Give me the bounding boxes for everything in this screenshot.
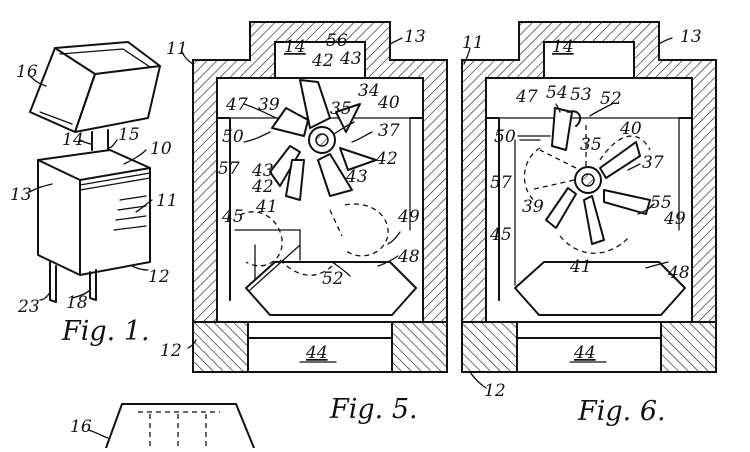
fig6-label: 11 bbox=[462, 33, 484, 53]
fig5-label: 49 bbox=[397, 207, 420, 227]
fig5-label: 52 bbox=[322, 269, 344, 289]
fig6-label: 57 bbox=[490, 173, 512, 193]
fig5-label: 14 bbox=[284, 37, 306, 57]
fig6-label: 41 bbox=[569, 257, 592, 277]
fig6-label: 39 bbox=[522, 197, 544, 217]
fig5-label: 42 bbox=[375, 149, 398, 169]
fig1-label: 13 bbox=[10, 185, 32, 205]
fig5-label: 42 bbox=[251, 177, 274, 197]
fig5-label: 34 bbox=[358, 81, 380, 101]
fig5-label: 44 bbox=[305, 343, 328, 363]
fig5-label: 56 bbox=[326, 31, 348, 51]
fig5-label: 43 bbox=[339, 49, 362, 69]
fig6-label: 44 bbox=[573, 343, 596, 363]
fig1-drawing bbox=[30, 42, 160, 302]
fig6-label: 35 bbox=[580, 135, 602, 155]
fig6-caption: Fig. 6. bbox=[577, 396, 666, 427]
fig1-label: 16 bbox=[16, 62, 38, 82]
fig5-label: 48 bbox=[397, 247, 420, 267]
fig6-label: 40 bbox=[619, 119, 642, 139]
partial-figure-label: 16 bbox=[70, 417, 92, 437]
fig5-label: 35 bbox=[330, 99, 352, 119]
fig1-label: 15 bbox=[118, 125, 140, 145]
fig5-label: 47 bbox=[225, 95, 248, 115]
fig6-label: 50 bbox=[494, 127, 516, 147]
fig5-label: 43 bbox=[345, 167, 368, 187]
fig1-caption: Fig. 1. bbox=[61, 316, 150, 347]
fig6-label: 37 bbox=[642, 153, 664, 173]
partial-figure: 16 bbox=[70, 404, 254, 448]
fig5-label: 41 bbox=[255, 197, 278, 217]
fig5-label: 13 bbox=[404, 27, 426, 47]
fig5-drawing bbox=[193, 22, 447, 372]
fig6-label: 48 bbox=[667, 263, 690, 283]
fig5-label: 37 bbox=[378, 121, 400, 141]
fig1-labels: 16 14 15 10 13 11 12 23 18 Fig. 1. bbox=[10, 62, 178, 347]
fig6-label: 12 bbox=[484, 381, 506, 401]
fig6-label: 54 bbox=[546, 83, 568, 103]
fig1-label: 18 bbox=[66, 293, 88, 313]
fig1-label: 10 bbox=[150, 139, 172, 159]
fig1-label: 12 bbox=[148, 267, 170, 287]
fig1-label: 23 bbox=[17, 297, 40, 317]
fig5-label: 50 bbox=[222, 127, 244, 147]
fig5-label: 40 bbox=[377, 93, 400, 113]
fig5-label: 45 bbox=[221, 207, 244, 227]
fig5-label: 11 bbox=[166, 39, 188, 59]
fig6-label: 14 bbox=[552, 37, 574, 57]
fig5-caption: Fig. 5. bbox=[329, 394, 418, 425]
fig5-label: 42 bbox=[311, 51, 334, 71]
fig6-label: 45 bbox=[489, 225, 512, 245]
fig1-label: 11 bbox=[156, 191, 178, 211]
fig5-label: 57 bbox=[218, 159, 240, 179]
fig6-label: 53 bbox=[570, 85, 592, 105]
fig5-label: 12 bbox=[160, 341, 182, 361]
fig6-label: 52 bbox=[600, 89, 622, 109]
fig6-label: 47 bbox=[515, 87, 538, 107]
fig5-label: 39 bbox=[258, 95, 280, 115]
fig1-label: 14 bbox=[62, 130, 84, 150]
fig6-label: 13 bbox=[680, 27, 702, 47]
fig6-drawing bbox=[462, 22, 716, 372]
fig6-label: 49 bbox=[663, 209, 686, 229]
